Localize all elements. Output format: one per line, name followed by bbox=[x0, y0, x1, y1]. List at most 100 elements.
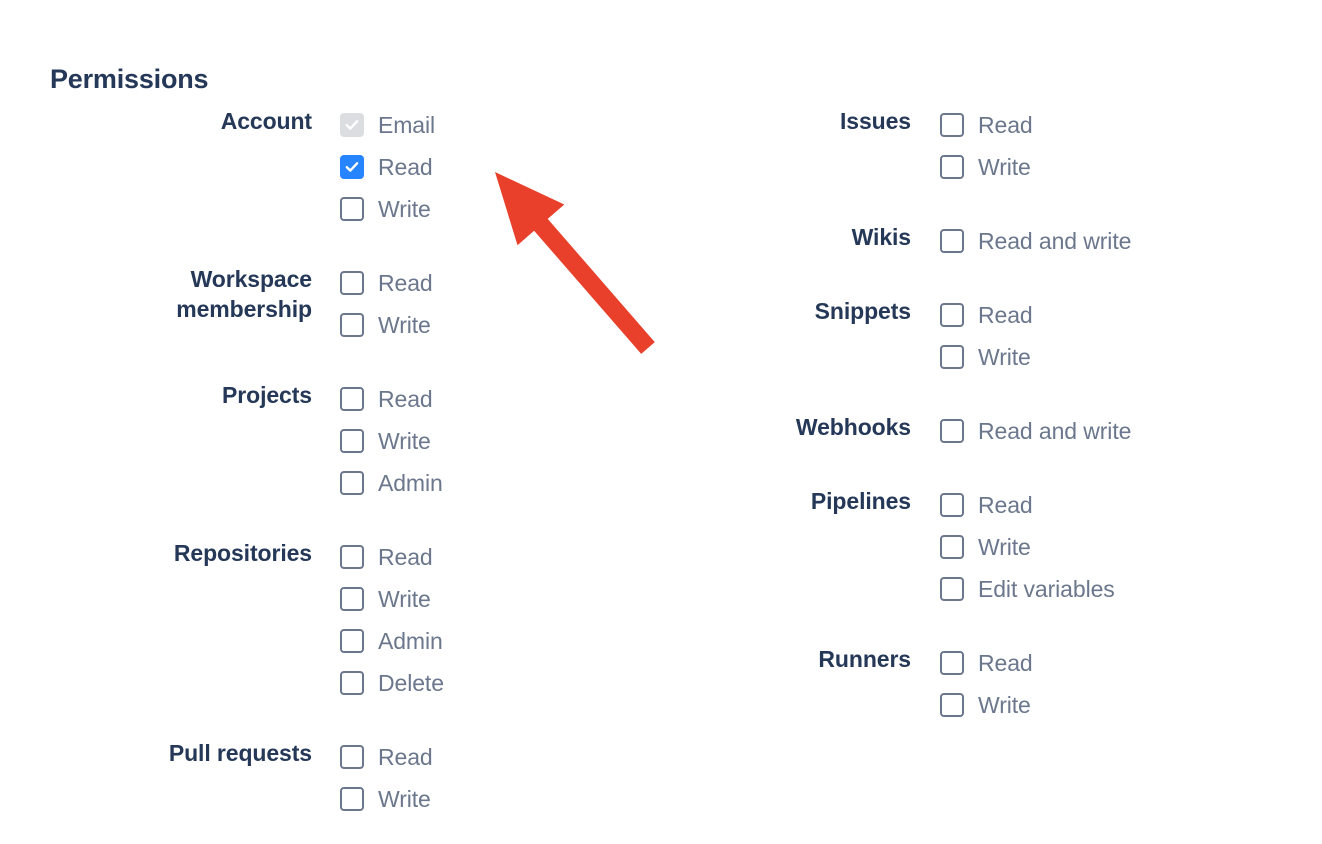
permission-option-label: Write bbox=[978, 534, 1031, 560]
permission-group-label: Workspace membership bbox=[176, 266, 312, 322]
permission-group-label: Issues bbox=[839, 108, 911, 134]
permission-group-label: Pipelines bbox=[810, 488, 911, 514]
permission-option-label: Write bbox=[378, 786, 431, 812]
permission-option-label: Admin bbox=[378, 628, 443, 654]
permission-option-repositories-admin[interactable]: Admin bbox=[340, 620, 444, 662]
checkbox-projects-admin[interactable] bbox=[340, 471, 364, 495]
permission-option-account-read[interactable]: Read bbox=[340, 146, 435, 188]
page-title: Permissions bbox=[50, 64, 209, 95]
permission-option-label: Write bbox=[978, 692, 1031, 718]
permission-option-snippets-write[interactable]: Write bbox=[940, 336, 1033, 378]
permission-option-pipelines-edit-variables[interactable]: Edit variables bbox=[940, 568, 1115, 610]
checkbox-workspace-membership-write[interactable] bbox=[340, 313, 364, 337]
permission-option-label: Read bbox=[378, 154, 433, 180]
checkbox-wikis-read-and-write[interactable] bbox=[940, 229, 964, 253]
permission-option-label: Write bbox=[378, 312, 431, 338]
permission-option-issues-write[interactable]: Write bbox=[940, 146, 1033, 188]
permission-option-workspace-membership-read[interactable]: Read bbox=[340, 262, 433, 304]
permission-option-projects-write[interactable]: Write bbox=[340, 420, 443, 462]
permission-option-issues-read[interactable]: Read bbox=[940, 104, 1033, 146]
permission-group-label: Projects bbox=[222, 382, 312, 408]
checkbox-repositories-read[interactable] bbox=[340, 545, 364, 569]
checkbox-runners-read[interactable] bbox=[940, 651, 964, 675]
checkbox-pull-requests-write[interactable] bbox=[340, 787, 364, 811]
permission-option-label: Read bbox=[978, 492, 1033, 518]
permission-option-label: Write bbox=[378, 196, 431, 222]
permission-option-runners-read[interactable]: Read bbox=[940, 642, 1033, 684]
checkbox-pipelines-read[interactable] bbox=[940, 493, 964, 517]
permission-option-pipelines-write[interactable]: Write bbox=[940, 526, 1115, 568]
permission-options: Read and write bbox=[940, 410, 1131, 452]
permission-option-label: Read bbox=[378, 544, 433, 570]
checkbox-snippets-write[interactable] bbox=[940, 345, 964, 369]
permission-option-webhooks-read-and-write[interactable]: Read and write bbox=[940, 410, 1131, 452]
checkbox-snippets-read[interactable] bbox=[940, 303, 964, 327]
permission-group-label: Repositories bbox=[173, 540, 312, 566]
permission-option-label: Write bbox=[378, 428, 431, 454]
checkbox-pipelines-edit-variables[interactable] bbox=[940, 577, 964, 601]
checkbox-webhooks-read-and-write[interactable] bbox=[940, 419, 964, 443]
checkbox-repositories-delete[interactable] bbox=[340, 671, 364, 695]
permission-option-projects-read[interactable]: Read bbox=[340, 378, 443, 420]
permission-option-label: Read bbox=[378, 744, 433, 770]
checkbox-runners-write[interactable] bbox=[940, 693, 964, 717]
checkbox-repositories-admin[interactable] bbox=[340, 629, 364, 653]
permission-option-label: Write bbox=[978, 154, 1031, 180]
permission-option-pull-requests-read[interactable]: Read bbox=[340, 736, 433, 778]
checkbox-workspace-membership-read[interactable] bbox=[340, 271, 364, 295]
permission-option-runners-write[interactable]: Write bbox=[940, 684, 1033, 726]
permission-option-projects-admin[interactable]: Admin bbox=[340, 462, 443, 504]
permission-option-label: Read and write bbox=[978, 418, 1132, 444]
permission-option-pipelines-read[interactable]: Read bbox=[940, 484, 1115, 526]
checkbox-issues-read[interactable] bbox=[940, 113, 964, 137]
permission-option-workspace-membership-write[interactable]: Write bbox=[340, 304, 433, 346]
permission-option-account-email[interactable]: Email bbox=[340, 104, 435, 146]
checkbox-account-write[interactable] bbox=[340, 197, 364, 221]
permission-option-wikis-read-and-write[interactable]: Read and write bbox=[940, 220, 1131, 262]
checkbox-account-read[interactable] bbox=[340, 155, 364, 179]
permission-option-pull-requests-write[interactable]: Write bbox=[340, 778, 433, 820]
permission-option-label: Write bbox=[978, 344, 1031, 370]
permission-option-repositories-write[interactable]: Write bbox=[340, 578, 444, 620]
permission-option-label: Read bbox=[378, 270, 433, 296]
permission-options: Read and write bbox=[940, 220, 1131, 262]
permission-option-label: Delete bbox=[378, 670, 444, 696]
checkbox-pipelines-write[interactable] bbox=[940, 535, 964, 559]
checkbox-issues-write[interactable] bbox=[940, 155, 964, 179]
permission-option-label: Read bbox=[978, 112, 1033, 138]
permission-option-account-write[interactable]: Write bbox=[340, 188, 435, 230]
checkbox-projects-write[interactable] bbox=[340, 429, 364, 453]
permission-option-label: Read bbox=[378, 386, 433, 412]
permission-group-label: Runners bbox=[818, 646, 911, 672]
permission-option-label: Email bbox=[378, 112, 436, 138]
permission-option-label: Read bbox=[978, 650, 1033, 676]
permission-option-repositories-read[interactable]: Read bbox=[340, 536, 444, 578]
permission-option-repositories-delete[interactable]: Delete bbox=[340, 662, 444, 704]
permission-option-label: Write bbox=[378, 586, 431, 612]
checkbox-pull-requests-read[interactable] bbox=[340, 745, 364, 769]
checkbox-repositories-write[interactable] bbox=[340, 587, 364, 611]
checkbox-account-email bbox=[340, 113, 364, 137]
permission-option-label: Read bbox=[978, 302, 1033, 328]
permission-option-snippets-read[interactable]: Read bbox=[940, 294, 1033, 336]
checkbox-projects-read[interactable] bbox=[340, 387, 364, 411]
